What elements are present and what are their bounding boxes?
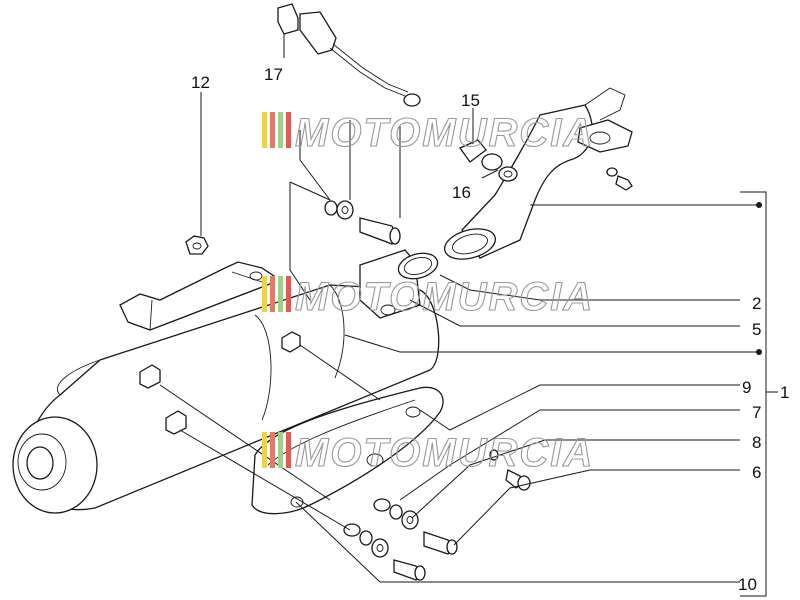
- watermark-text-top: MOTOMURCIA: [295, 111, 594, 155]
- lambda-sensor: [277, 3, 421, 107]
- watermark-middle: MOTOMURCIA: [262, 274, 594, 320]
- silencer-muffler: [12, 249, 440, 514]
- callout-12: 12: [191, 73, 210, 92]
- heat-shield: [251, 386, 444, 515]
- callout-17: 17: [264, 65, 283, 84]
- callout-6: 6: [752, 463, 761, 482]
- callout-labels: 17 12 15 16 2 5 9 1 7 8 6 10: [191, 65, 789, 594]
- callout-16: 16: [452, 183, 471, 202]
- watermark-top: MOTOMURCIA: [262, 110, 594, 156]
- callout-10: 10: [738, 575, 757, 594]
- leader-lines: [159, 34, 778, 597]
- callout-8: 8: [752, 433, 761, 452]
- gasket-ring: [397, 252, 439, 280]
- callout-2: 2: [752, 294, 761, 313]
- callout-15: 15: [461, 91, 480, 110]
- watermark-text-bottom: MOTOMURCIA: [295, 431, 594, 475]
- watermark-bottom: MOTOMURCIA: [262, 430, 594, 476]
- fasteners: [185, 139, 531, 581]
- exhaust-pipe: [443, 87, 633, 260]
- callout-9: 9: [742, 378, 751, 397]
- callout-7: 7: [752, 403, 761, 422]
- watermark-text-middle: MOTOMURCIA: [295, 275, 594, 319]
- callout-1: 1: [780, 383, 789, 402]
- callout-5: 5: [752, 320, 761, 339]
